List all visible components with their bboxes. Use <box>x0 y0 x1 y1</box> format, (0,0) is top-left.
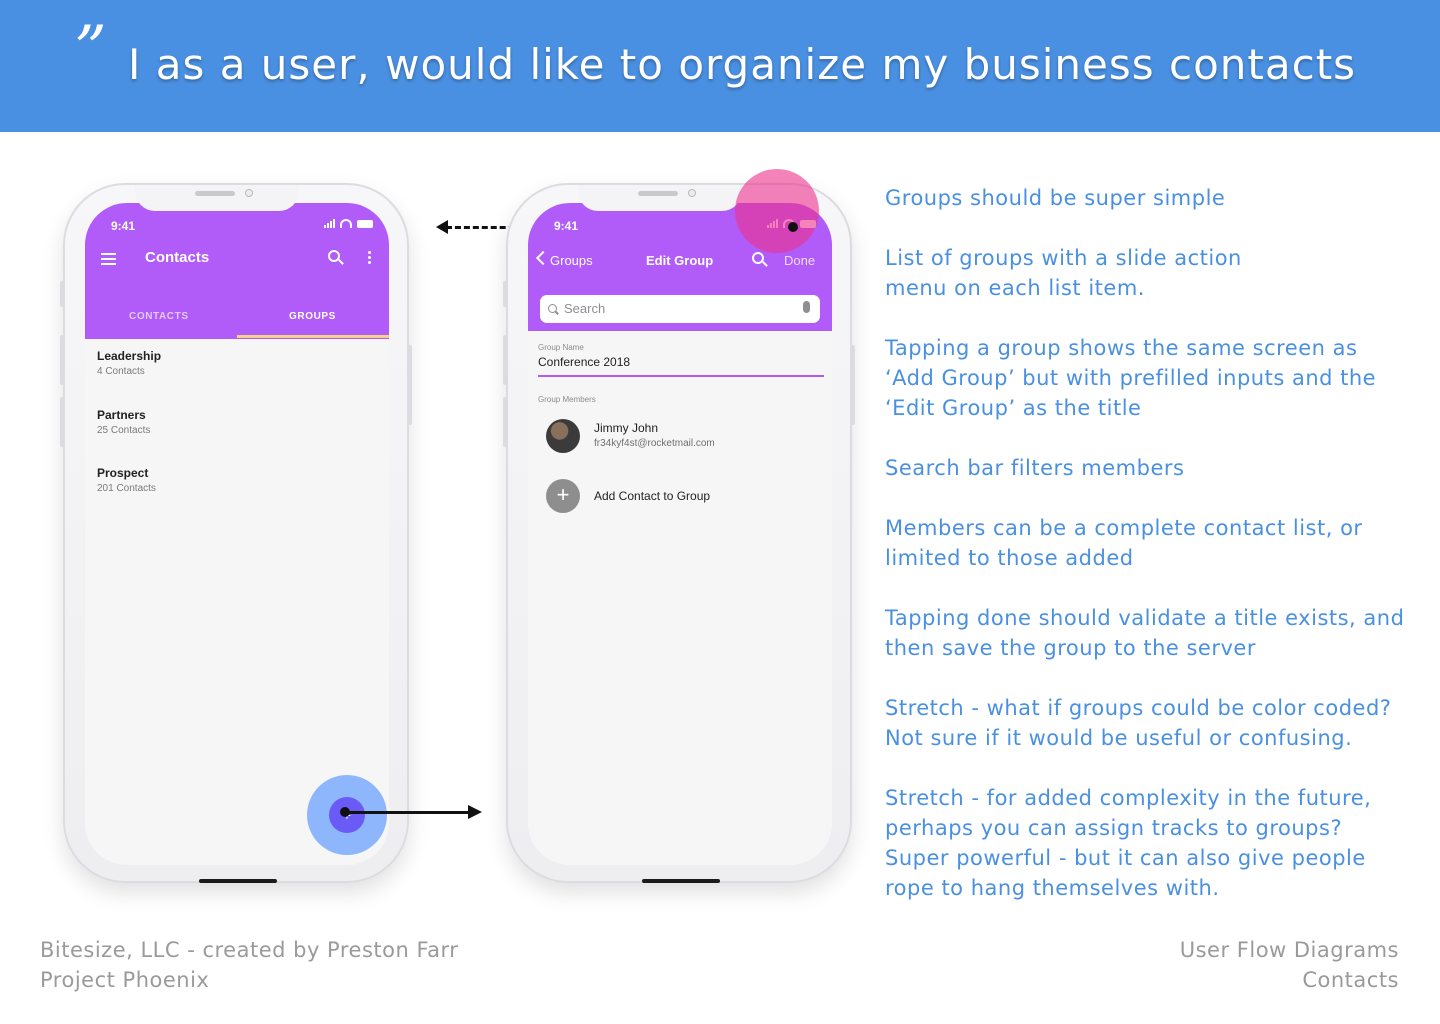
edit-group-screen: 9:41 Groups Edit Group Done Search Group… <box>528 203 832 865</box>
phone-notch <box>135 185 299 211</box>
add-circle-icon[interactable]: + <box>546 479 580 513</box>
chevron-left-icon[interactable] <box>535 250 551 266</box>
note-item: List of groups with a slide action menu … <box>885 246 1242 300</box>
list-item[interactable]: Prospect 201 Contacts <box>97 466 156 494</box>
note-item: Tapping a group shows the same screen as… <box>885 336 1377 420</box>
battery-icon <box>357 220 373 228</box>
back-flow-arrow-head <box>436 220 448 234</box>
note-item: Stretch - for added complexity in the fu… <box>885 786 1372 900</box>
footer-section: User Flow Diagrams Contacts <box>1180 935 1399 995</box>
footer-credits: Bitesize, LLC - created by Preston Farr … <box>40 935 458 995</box>
search-input[interactable]: Search <box>540 295 820 323</box>
page-title: Edit Group <box>646 253 714 268</box>
home-indicator <box>199 879 277 883</box>
search-icon[interactable] <box>328 250 340 262</box>
footer-doc-type: User Flow Diagrams <box>1179 938 1399 962</box>
note-item: Members can be a complete contact list, … <box>885 516 1363 570</box>
arrow-origin-dot <box>788 222 798 232</box>
user-story-headline: I as a user, would like to organize my b… <box>128 40 1357 89</box>
search-icon[interactable] <box>752 252 764 264</box>
note-item: Stretch - what if groups could be color … <box>885 696 1392 750</box>
avatar <box>546 419 580 453</box>
list-item[interactable]: Partners 25 Contacts <box>97 408 150 436</box>
group-name-label: Group Name <box>538 343 584 352</box>
search-icon <box>548 304 557 313</box>
done-button[interactable]: Done <box>784 253 816 268</box>
more-vertical-icon[interactable] <box>368 251 372 266</box>
signal-icon <box>324 219 335 228</box>
wifi-icon <box>340 219 352 228</box>
forward-flow-arrow-line <box>346 811 470 814</box>
input-underline <box>538 375 824 377</box>
hamburger-menu-icon[interactable] <box>101 253 116 268</box>
active-tab-indicator <box>237 335 389 338</box>
footer-topic: Contacts <box>1302 968 1399 992</box>
search-placeholder: Search <box>564 301 606 316</box>
tap-highlight <box>735 169 819 253</box>
footer-project: Project Phoenix <box>40 968 210 992</box>
home-indicator <box>642 879 720 883</box>
tab-groups[interactable]: GROUPS <box>289 311 336 322</box>
note-item: Groups should be super simple <box>885 186 1226 210</box>
phone-notch <box>578 185 742 211</box>
note-item: Tapping done should validate a title exi… <box>885 606 1405 660</box>
tab-contacts[interactable]: CONTACTS <box>129 311 189 322</box>
status-icons <box>324 219 373 228</box>
member-name[interactable]: Jimmy John <box>594 421 659 435</box>
design-notes: Groups should be super simple List of gr… <box>885 183 1425 933</box>
microphone-icon[interactable] <box>803 301 810 313</box>
back-button[interactable]: Groups <box>550 253 593 268</box>
quote-mark: ” <box>74 13 107 87</box>
group-name: Partners <box>97 408 146 422</box>
header-banner: ” I as a user, would like to organize my… <box>0 0 1440 132</box>
group-name: Prospect <box>97 466 149 480</box>
status-time: 9:41 <box>111 219 136 233</box>
group-name: Leadership <box>97 349 162 363</box>
note-item: Search bar filters members <box>885 456 1185 480</box>
arrow-origin-dot <box>340 807 350 817</box>
group-count: 25 Contacts <box>97 425 151 436</box>
group-count: 201 Contacts <box>97 483 156 494</box>
group-count: 4 Contacts <box>97 366 145 377</box>
footer-company: Bitesize, LLC - created by Preston Farr <box>40 938 459 962</box>
group-name-field[interactable]: Conference 2018 <box>538 355 631 369</box>
phone-edit-group: 9:41 Groups Edit Group Done Search Group… <box>503 169 855 883</box>
list-item[interactable]: Leadership 4 Contacts <box>97 349 161 377</box>
add-contact-to-group-button[interactable]: Add Contact to Group <box>594 489 711 503</box>
group-members-label: Group Members <box>538 395 596 404</box>
status-time: 9:41 <box>554 219 579 233</box>
contacts-app-bar: 9:41 Contacts CONTACTS GROUPS <box>85 203 389 339</box>
phone-contacts-groups: 9:41 Contacts CONTACTS GROUPS Leadership… <box>60 183 412 883</box>
member-email: fr34kyf4st@rocketmail.com <box>594 438 715 449</box>
forward-flow-arrow-head <box>468 805 482 819</box>
page-title: Contacts <box>145 249 210 266</box>
contacts-screen: 9:41 Contacts CONTACTS GROUPS Leadership… <box>85 203 389 865</box>
